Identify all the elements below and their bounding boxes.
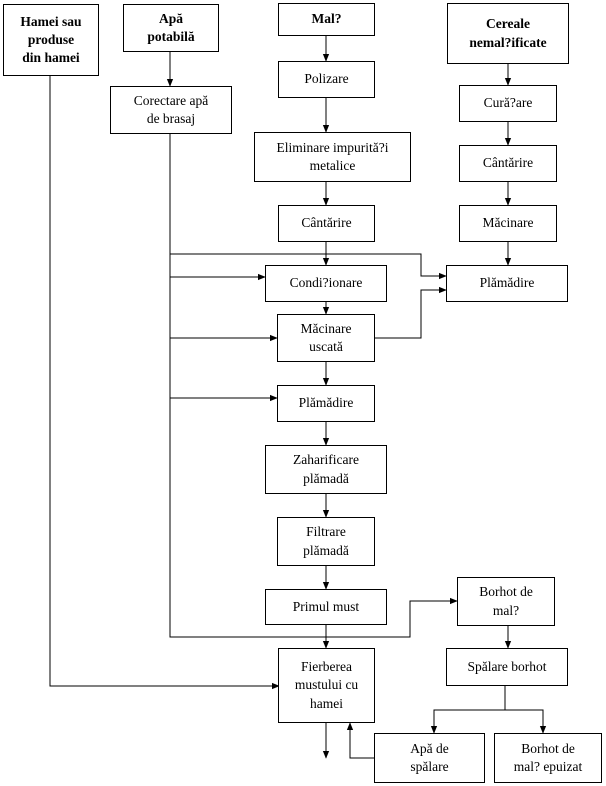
connector-macinare-plamadire-cereale	[375, 286, 447, 339]
node-apa-potabila: Apă potabilă	[123, 4, 219, 52]
node-polizare: Polizare	[278, 61, 375, 98]
node-corectare-apa: Corectare apă de brasaj	[110, 86, 232, 134]
node-polizare-label: Polizare	[304, 71, 349, 87]
node-cantarire-malt: Cântărire	[278, 205, 375, 242]
node-borhot-epuizat-label: Borhot de mal? epuizat	[513, 740, 583, 774]
node-macinare-cereale: Măcinare	[459, 205, 557, 242]
node-curatare: Cură?are	[459, 85, 557, 122]
node-cantarire-cereale: Cântărire	[459, 145, 557, 182]
node-cantarire-malt-label: Cântărire	[301, 215, 352, 231]
node-filtrare-label: Filtrare plămadă	[303, 524, 349, 558]
node-fierberea-label: Fierberea mustului cu hamei	[294, 659, 359, 711]
node-corectare-apa-label: Corectare apă de brasaj	[133, 92, 209, 126]
node-macinare-uscata-label: Măcinare uscată	[300, 320, 352, 354]
node-filtrare: Filtrare plămadă	[277, 517, 375, 566]
node-conditionare: Condi?ionare	[265, 265, 387, 302]
connector-hamei-fierberea	[49, 76, 280, 690]
node-primul-must: Primul must	[265, 589, 387, 625]
connector-apa-plamadire-cereale	[170, 253, 447, 280]
node-zaharificare-label: Zaharificare plămadă	[293, 452, 359, 486]
node-malt: Mal?	[278, 3, 375, 36]
connector-spalare-borhot-epuizat	[505, 709, 547, 734]
node-eliminare-label: Eliminare impurită?i metalice	[276, 139, 389, 173]
node-conditionare-label: Condi?ionare	[289, 275, 363, 291]
node-cantarire-cereale-label: Cântărire	[482, 155, 534, 171]
node-cereale-label: Cereale nemal?ificate	[469, 16, 547, 50]
node-cereale: Cereale nemal?ificate	[447, 3, 569, 64]
connector-corectare-trunk	[169, 134, 458, 638]
node-primul-must-label: Primul must	[292, 598, 360, 614]
node-plamadire-1: Plămădire	[277, 385, 375, 422]
node-fierberea: Fierberea mustului cu hamei	[278, 648, 375, 723]
node-hamei-label: Hamei sau produse din hamei	[20, 13, 82, 66]
node-curatare-label: Cură?are	[483, 95, 533, 111]
node-macinare-uscata: Măcinare uscată	[277, 314, 375, 362]
node-plamadire-1-label: Plămădire	[298, 395, 354, 411]
node-plamadire-2-label: Plămădire	[479, 275, 535, 291]
node-borhot-malt-label: Borhot de mal?	[479, 584, 533, 618]
node-apa-potabila-label: Apă potabilă	[147, 10, 195, 44]
node-hamei: Hamei sau produse din hamei	[3, 4, 99, 76]
node-malt-label: Mal?	[311, 11, 342, 27]
node-spalare-borhot: Spălare borhot	[446, 648, 568, 686]
node-eliminare: Eliminare impurită?i metalice	[254, 132, 411, 182]
node-macinare-cereale-label: Măcinare	[482, 215, 534, 231]
node-zaharificare: Zaharificare plămadă	[265, 445, 387, 494]
connector-apa-spalare-fierberea	[346, 722, 375, 759]
node-borhot-malt: Borhot de mal?	[457, 577, 555, 626]
node-apa-spalare-label: Apă de spălare	[410, 740, 449, 774]
node-borhot-epuizat: Borhot de mal? epuizat	[494, 733, 602, 783]
connector-spalare-apa	[430, 686, 506, 734]
node-apa-spalare: Apă de spălare	[374, 733, 485, 783]
node-spalare-borhot-label: Spălare borhot	[467, 658, 547, 674]
node-plamadire-2: Plămădire	[446, 265, 568, 302]
